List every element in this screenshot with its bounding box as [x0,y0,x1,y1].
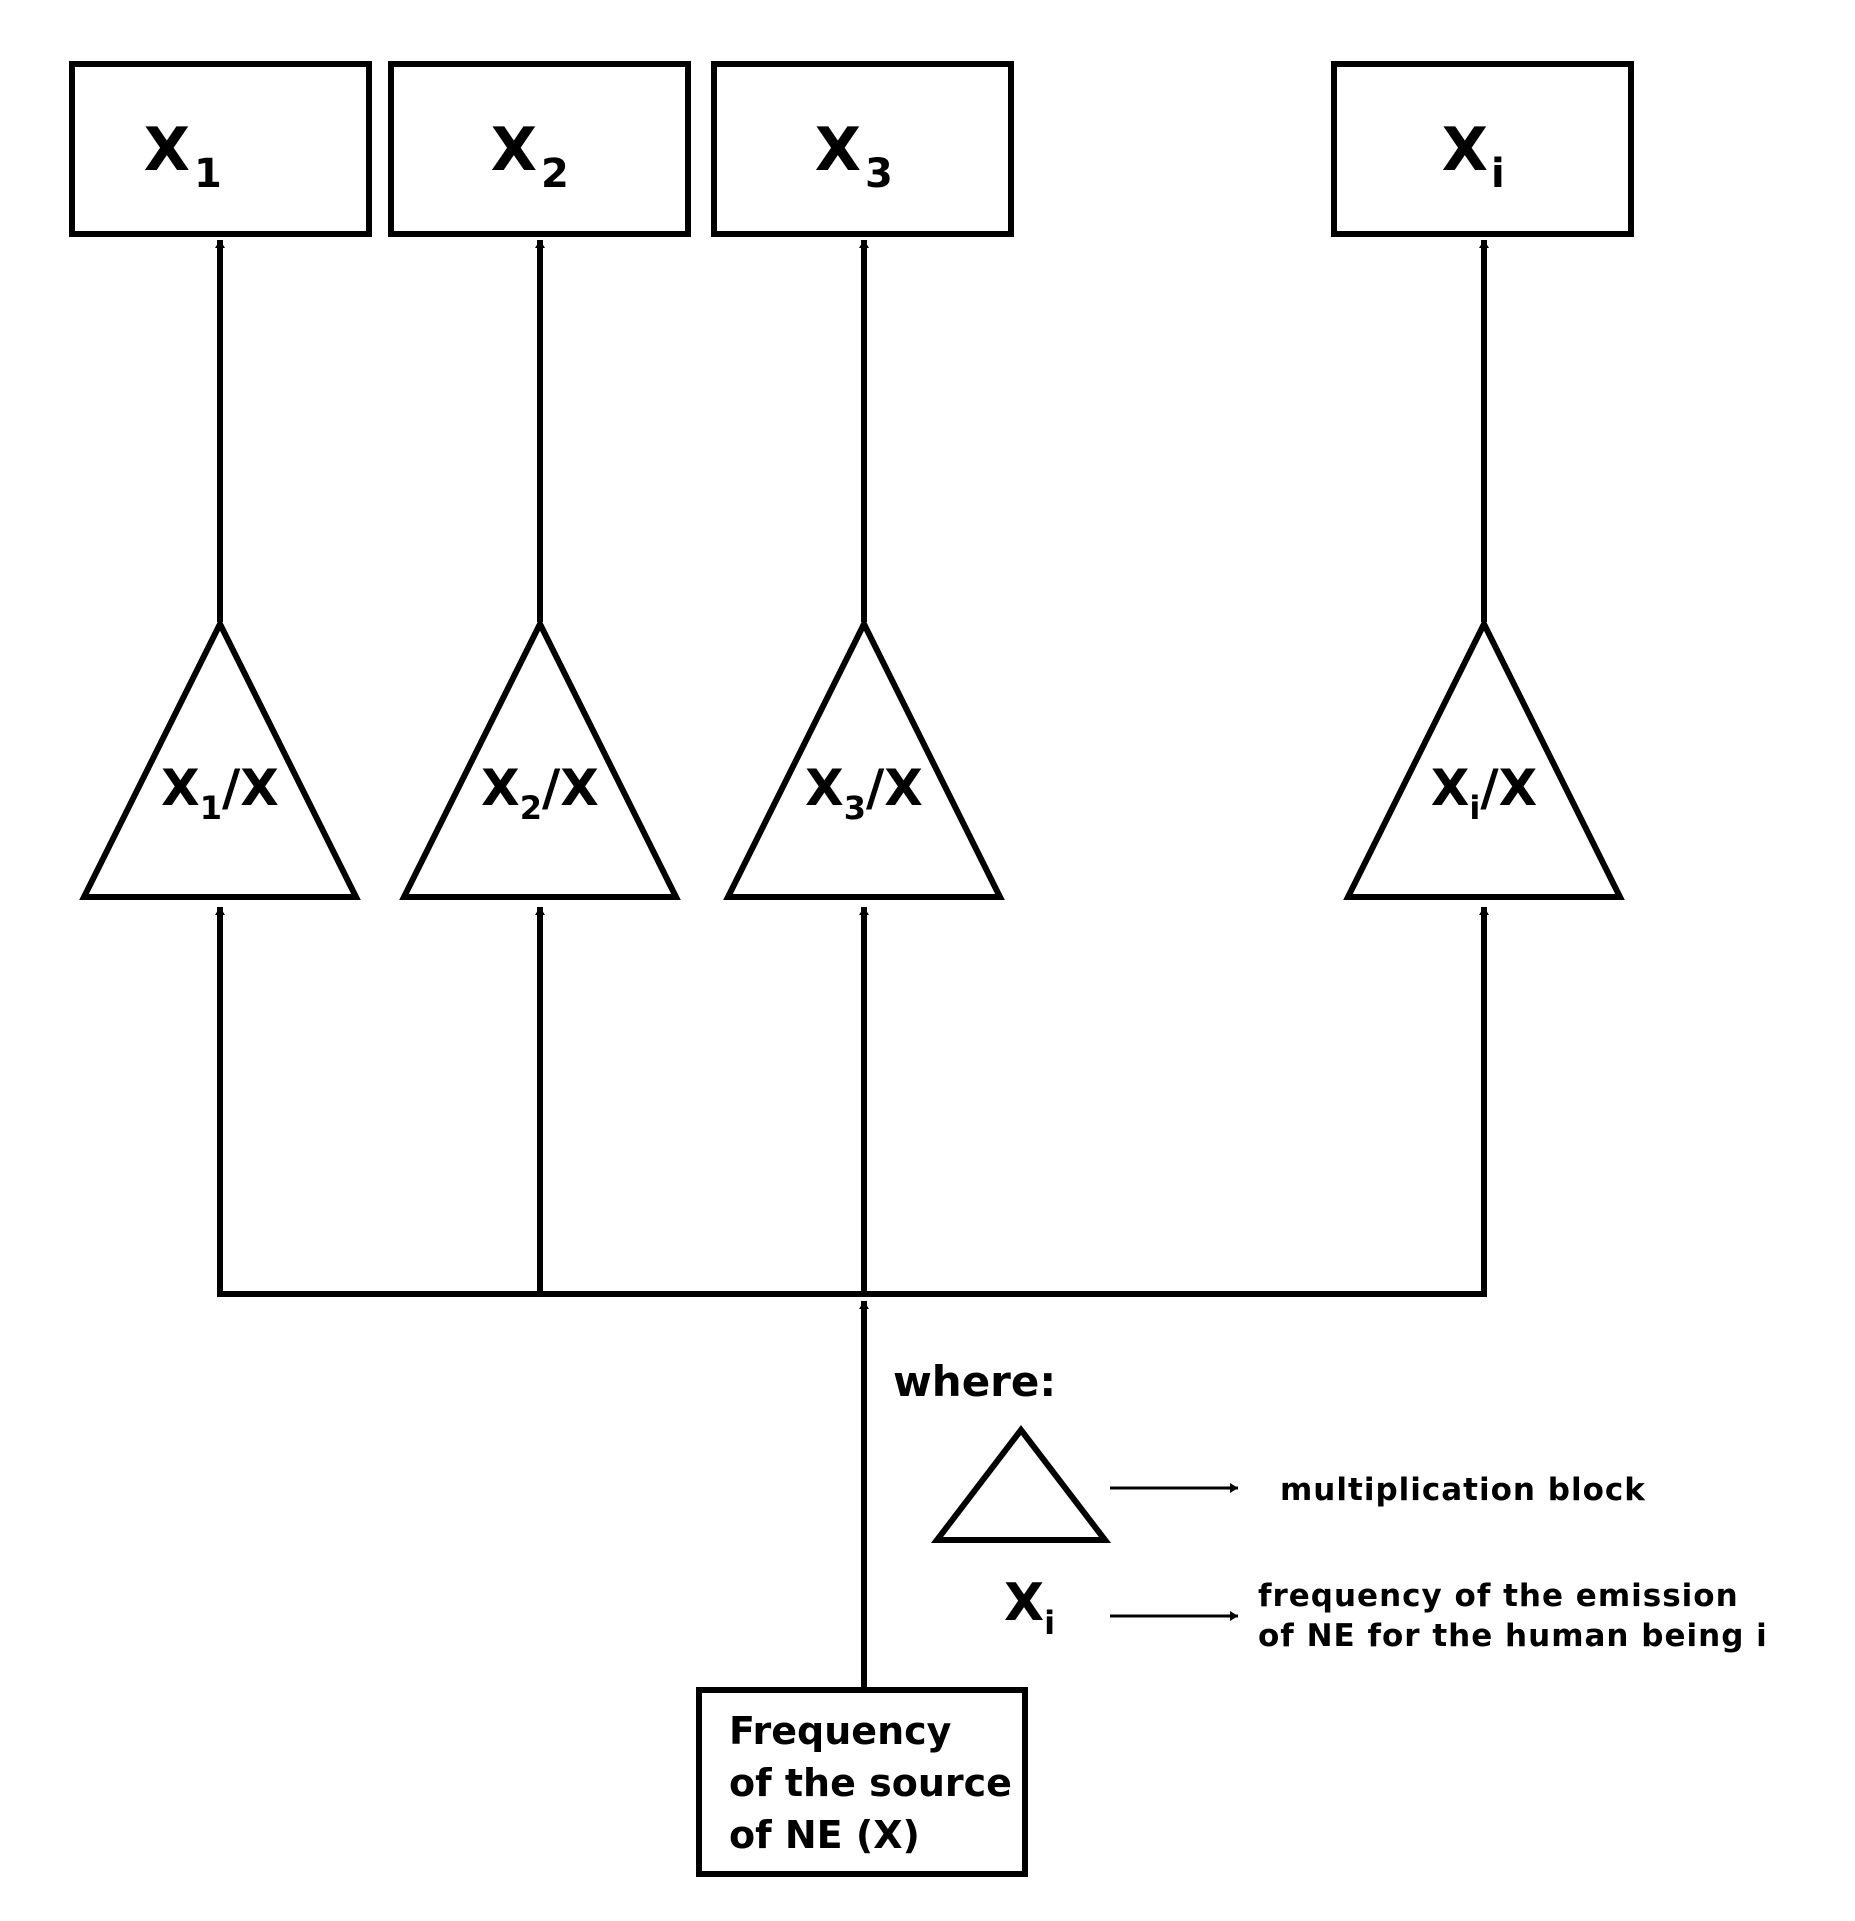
legend-symbol-desc-2: of NE for the human being i [1258,1618,1768,1654]
legend-symbol-desc-1: frequency of the emission [1258,1578,1739,1614]
source-box: Frequency of the source of NE (X) [696,1687,1028,1877]
legend-heading: where: [893,1357,1056,1406]
mult-block-2: X2/X [399,617,681,900]
legend-triangle-icon [930,1425,1112,1543]
source-line-3: of NE (X) [729,1813,920,1857]
output-box-3: X 3 [711,61,1014,237]
output-sub-i: i [1491,151,1505,197]
mult-block-3: X3/X [723,617,1005,900]
output-label-2: X [491,115,537,185]
output-sub-3: 3 [865,151,893,197]
output-label-3: X [815,115,861,185]
legend: where: multiplication block Xi frequency… [893,1357,1768,1654]
source-line-2: of the source [729,1761,1012,1805]
mult-block-1: X1/X [79,617,361,900]
output-sub-1: 1 [194,151,222,197]
legend-symbol: Xi [1004,1573,1055,1642]
mult-label-1: X1/X [161,759,279,827]
output-label-1: X [144,115,190,185]
mult-label-i: Xi/X [1431,759,1537,827]
output-box-2: X 2 [388,61,691,237]
output-label-i: X [1442,115,1488,185]
output-sub-2: 2 [541,151,569,197]
source-line-1: Frequency [729,1709,952,1753]
output-box-1: X 1 [69,61,372,237]
output-box-i: X i [1331,61,1634,237]
mult-label-3: X3/X [805,759,923,827]
mult-block-i: Xi/X [1343,617,1625,900]
mult-label-2: X2/X [481,759,599,827]
legend-triangle-desc: multiplication block [1280,1472,1646,1508]
